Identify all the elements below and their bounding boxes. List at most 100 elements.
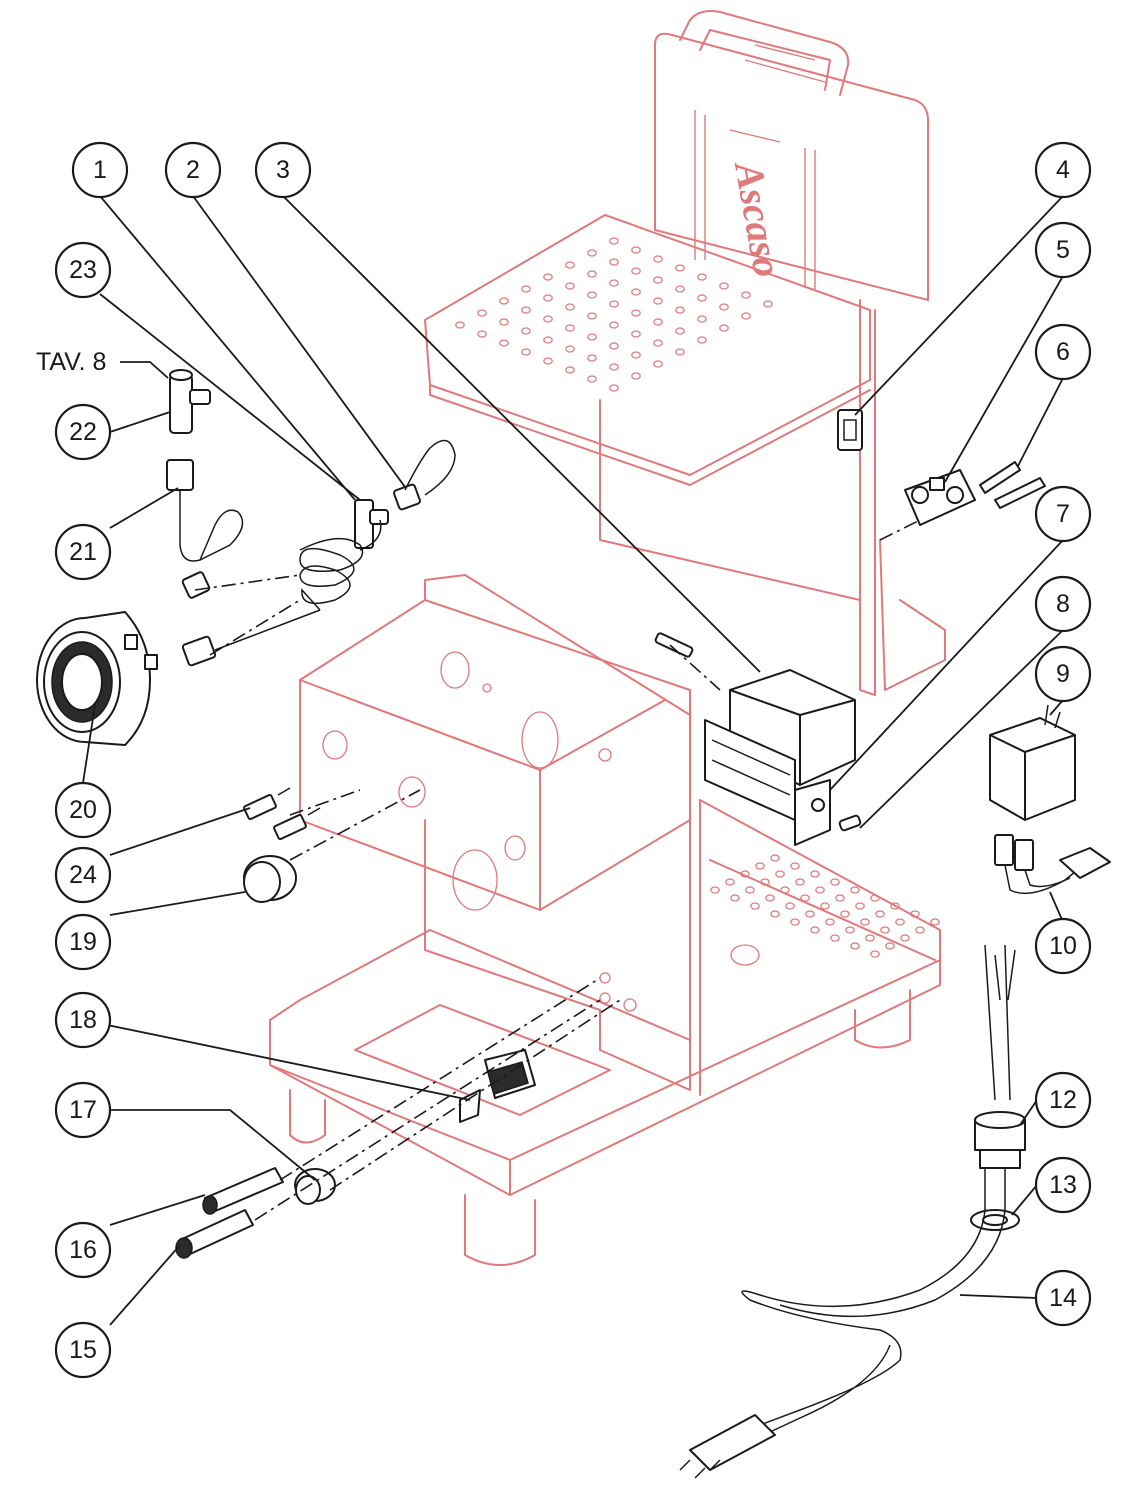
perforation-hole [543,294,553,302]
parts [36,369,1111,1479]
perforation-hole [750,902,760,910]
perforation-hole [930,918,940,926]
perforation-hole [825,918,835,926]
perforation-hole [675,285,685,293]
perforation-hole [631,351,641,359]
perforation-hole [697,315,707,323]
perforation-hole [775,870,785,878]
perforation-hole [609,321,619,329]
callout-label-22: 22 [69,418,97,446]
callout-12: 12 [1034,1071,1092,1129]
callout-13: 13 [1034,1156,1092,1214]
perforation-hole [653,297,663,305]
callout-label-16: 16 [69,1236,97,1264]
part-22-tee-fitting [169,369,211,434]
perforation-hole [810,870,820,878]
perforation-hole [745,886,755,894]
perforation-hole [810,926,820,934]
perforation-hole [820,902,830,910]
callout-label-5: 5 [1056,236,1070,264]
perforation-hole [755,862,765,870]
perforation-hole [565,303,575,311]
perforation-hole [565,366,575,374]
part-3-pin [654,632,694,658]
perforation-hole [770,854,780,862]
perforation-hole [521,285,531,293]
perforation-hole [499,339,509,347]
perforation-hole [780,886,790,894]
callout-18: 18 [54,991,112,1049]
callout-label-12: 12 [1049,1086,1077,1114]
callout-label-20: 20 [69,796,97,824]
perforation-hole [587,333,597,341]
leader-lines [82,195,1064,1326]
callout-16: 16 [54,1221,112,1279]
callout-label-6: 6 [1056,338,1070,366]
callout-label-7: 7 [1056,500,1070,528]
perforation-hole [719,303,729,311]
callout-7: 7 [1034,485,1092,543]
perforation-hole [710,886,720,894]
perforation-hole [741,291,751,299]
perforation-hole [870,950,880,958]
part-18-rocker-switch [459,1049,536,1123]
perforation-hole [565,261,575,269]
callout-14: 14 [1034,1269,1092,1327]
perforation-hole [587,291,597,299]
callout-1: 1 [71,141,129,199]
machine-frame: Ascaso [269,10,946,1266]
callout-label-1: 1 [93,156,107,184]
perforation-hole [730,894,740,902]
part-10-wire-harness [994,834,1111,895]
perforation-hole [845,926,855,934]
perforation-hole [890,902,900,910]
callout-label-8: 8 [1056,590,1070,618]
part-13-lock-nut [970,1209,1020,1231]
perforation-hole [800,894,810,902]
perforation-hole [609,384,619,392]
top-plate-holes [455,237,773,392]
perforation-hole [653,276,663,284]
callout-label-21: 21 [69,538,97,566]
perforation-hole [631,288,641,296]
perforation-hole [543,315,553,323]
perforation-hole [675,264,685,272]
perforation-hole [587,375,597,383]
perforation-hole [675,348,685,356]
perforation-hole [609,300,619,308]
perforation-hole [765,894,775,902]
perforation-hole [865,934,875,942]
callout-label-14: 14 [1049,1284,1077,1312]
perforation-hole [697,273,707,281]
perforation-hole [860,918,870,926]
perforation-hole [477,330,487,338]
perforation-hole [653,360,663,368]
callout-label-4: 4 [1056,156,1070,184]
perforation-hole [543,357,553,365]
perforation-hole [790,918,800,926]
perforation-hole [631,372,641,380]
top-cup-tray [424,214,871,601]
callout-17: 17 [54,1081,112,1139]
perforation-hole [770,910,780,918]
perforation-hole [870,894,880,902]
perforation-hole [653,255,663,263]
perforation-hole [499,297,509,305]
callout-label-19: 19 [69,928,97,956]
perforation-hole [915,926,925,934]
callout-4: 4 [1034,141,1092,199]
part-16-indicator-lamp [202,1167,284,1215]
reference-label-tav8: TAV. 8 [36,348,106,376]
perforation-hole [900,934,910,942]
perforation-hole [499,318,509,326]
perforation-hole [830,934,840,942]
perforation-hole [609,279,619,287]
callout-24: 24 [54,846,112,904]
perforation-hole [609,237,619,245]
callout-2: 2 [164,141,222,199]
perforation-hole [609,258,619,266]
perforation-hole [455,321,465,329]
part-14-power-cord [679,1168,1006,1479]
perforation-hole [875,910,885,918]
